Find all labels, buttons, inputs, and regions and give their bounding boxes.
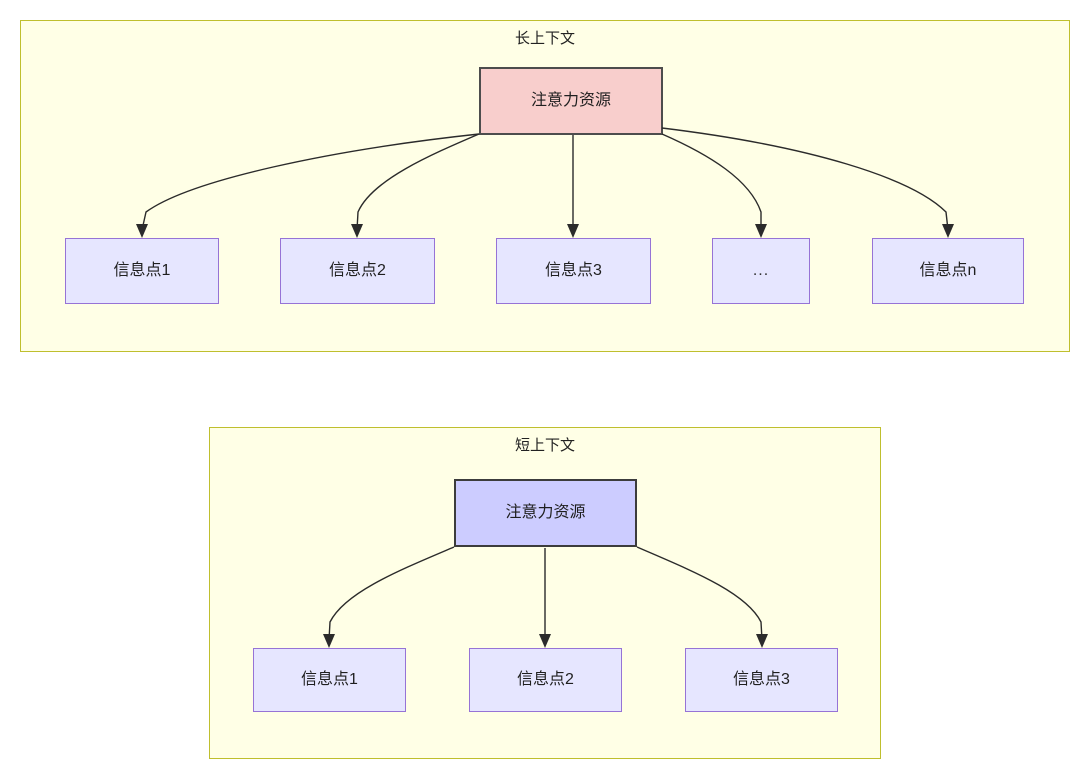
node-label: 信息点2 — [329, 262, 386, 280]
node-label: 信息点1 — [301, 671, 358, 689]
node-info-point-n-long[interactable]: 信息点n — [872, 238, 1024, 304]
node-label: 注意力资源 — [530, 92, 611, 110]
node-label: 信息点3 — [545, 262, 602, 280]
node-info-point-2-short[interactable]: 信息点2 — [469, 648, 622, 712]
node-info-point-1-short[interactable]: 信息点1 — [253, 648, 406, 712]
node-label: 注意力资源 — [505, 504, 586, 522]
node-label: 信息点2 — [517, 671, 574, 689]
node-label: ... — [752, 262, 770, 280]
node-info-point-ellipsis-long[interactable]: ... — [712, 238, 810, 304]
panel-long-context-title: 长上下文 — [514, 30, 575, 47]
node-info-point-1-long[interactable]: 信息点1 — [65, 238, 219, 304]
node-attention-resource-long[interactable]: 注意力资源 — [479, 67, 663, 135]
node-label: 信息点3 — [733, 671, 790, 689]
panel-short-context-title: 短上下文 — [514, 437, 575, 454]
node-attention-resource-short[interactable]: 注意力资源 — [454, 479, 637, 547]
node-info-point-3-short[interactable]: 信息点3 — [685, 648, 838, 712]
node-info-point-2-long[interactable]: 信息点2 — [280, 238, 435, 304]
node-label: 信息点1 — [113, 262, 171, 280]
node-label: 信息点n — [919, 262, 977, 280]
node-info-point-3-long[interactable]: 信息点3 — [496, 238, 651, 304]
